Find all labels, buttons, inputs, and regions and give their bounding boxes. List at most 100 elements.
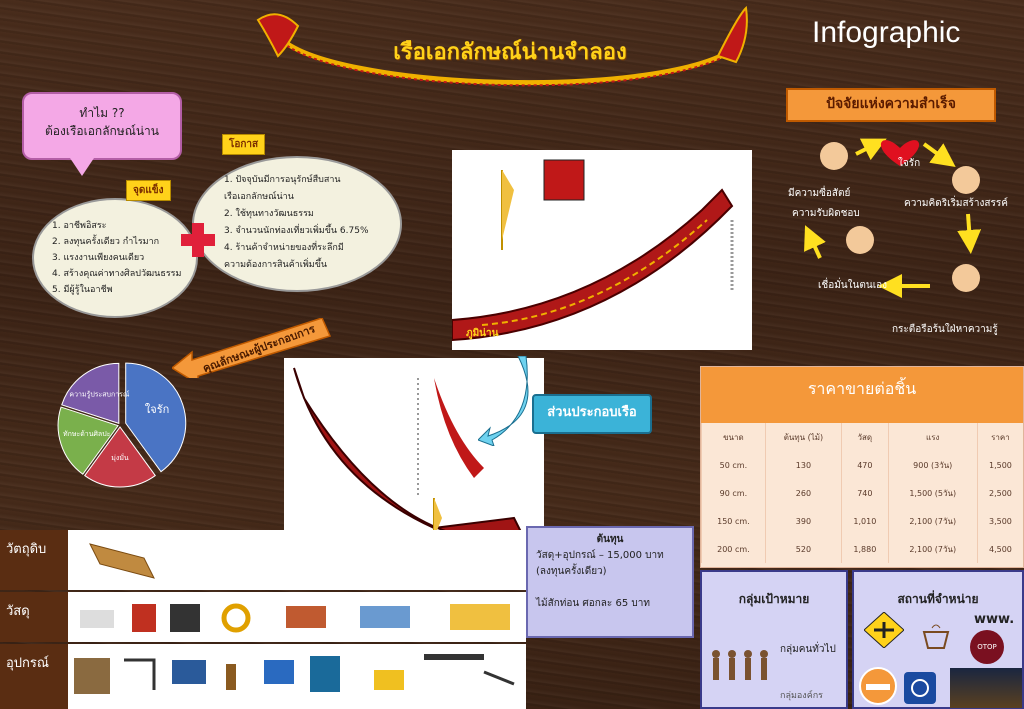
target-group-box: กลุ่มเป้าหมาย กลุ่มคนทั่วไป กลุ่มองค์กร — [700, 570, 848, 709]
success-item-4: มีความซื่อสัตย์ — [788, 188, 851, 199]
curved-arrow-icon — [478, 356, 529, 446]
boat-name-plate: ภูมิน่าน — [466, 328, 499, 339]
price-cell-3-1: 520 — [764, 535, 842, 563]
opportunity-item-5: ความต้องการสินค้าเพิ่มขึ้น — [224, 260, 328, 270]
coffee-icon — [922, 624, 950, 649]
price-cell-1-0: 90 cm. — [701, 479, 766, 507]
success-cycle-diagram — [804, 138, 982, 298]
success-item-3: เชื่อมั่นในตนเอง — [818, 280, 887, 291]
pie-slice-2 — [57, 406, 119, 475]
thinking-person-icon — [952, 166, 980, 194]
price-cell-3-3: 2,100 (7วัน) — [887, 535, 978, 563]
success-banner: ปัจจัยแห่งความสำเร็จ — [786, 88, 996, 122]
person-icon — [820, 142, 848, 170]
price-title: ราคาขายต่อชิ้น — [701, 367, 1023, 423]
success-item-0: ใจรัก — [898, 158, 921, 169]
strength-item-2: 3. แรงงานเพียงคนเดียว — [52, 253, 145, 263]
place-otop: OTOP — [970, 630, 1004, 664]
opportunity-item-3: 3. จำนวนนักท่องเที่ยวเพิ่มขึ้น 6.75% — [224, 226, 369, 236]
cost-line-2: (ลงทุนครั้งเดียว) — [536, 566, 607, 577]
competency-pie: ใจรักมุ่งมั่นทักษะด้านศิลปะความรู้ประสบก… — [57, 362, 187, 488]
price-cell-3-2: 1,880 — [841, 535, 889, 563]
running-person-icon — [952, 264, 980, 292]
price-header-1: ต้นทุน (ไม้) — [764, 423, 842, 451]
price-cell-2-0: 150 cm. — [701, 507, 766, 535]
cost-line-3: ไม้สักท่อน ศอกละ 65 บาท — [536, 598, 650, 609]
dragon-boat-illustration — [451, 159, 734, 342]
price-cell-0-3: 900 (3วัน) — [887, 451, 978, 479]
price-header-3: แรง — [887, 423, 978, 451]
night-market-photo — [950, 668, 1022, 708]
tools-label: อุปกรณ์ — [0, 644, 68, 709]
strength-item-0: 1. อาชีพอิสระ — [52, 221, 107, 231]
boat-parts-button[interactable]: ส่วนประกอบเรือ — [532, 394, 652, 434]
title-dragon-boat — [256, 6, 748, 87]
price-header-4: ราคา — [976, 423, 1023, 451]
opportunities-list: 1. ปัจจุบันมีการอนุรักษ์สืบสาน เรือเอกลั… — [224, 172, 400, 274]
opportunities-tag: โอกาส — [222, 134, 266, 155]
boat-parts-photo-1: ภูมิน่าน — [451, 150, 752, 350]
strength-item-3: 4. สร้างคุณค่าทางศิลปวัฒนธรรม — [52, 269, 182, 279]
strengths-oval: 1. อาชีพอิสระ 2. ลงทุนครั้งเดียว กำไรมาก 3… — [32, 198, 198, 318]
strength-item-1: 2. ลงทุนครั้งเดียว กำไรมาก — [52, 237, 160, 247]
supplies-row: วัสดุ — [0, 592, 526, 642]
place-title: สถานที่จำหน่าย — [897, 592, 979, 606]
why-bubble-tail — [70, 158, 94, 176]
infographic-label: Infographic — [812, 16, 961, 49]
place-www: www. — [974, 612, 1015, 627]
why-bubble: ทำไม ?? ต้องเรือเอกลักษณ์น่าน — [22, 92, 182, 160]
competency-arrow-icon — [172, 318, 332, 378]
strengths-tag: จุดแข็ง — [126, 180, 171, 201]
opportunity-item-2: 2. ใช้ทุนทางวัฒนธรรม — [224, 209, 314, 219]
price-cell-2-4: 3,500 — [976, 507, 1023, 535]
teak-wood-icon — [89, 543, 155, 579]
pie-slice-0 — [125, 362, 187, 473]
price-header-row: ขนาดต้นทุน (ไม้)วัสดุแรงราคา — [701, 423, 1023, 451]
price-cell-3-0: 200 cm. — [701, 535, 766, 563]
success-item-2: กระตือรือร้นใฝ่หาความรู้ — [892, 324, 998, 335]
airport-sign-icon — [864, 612, 904, 648]
cost-box: ต้นทุน วัสดุ+อุปกรณ์ – 15,000 บาท (ลงทุน… — [526, 526, 694, 638]
price-cell-2-1: 390 — [764, 507, 842, 535]
strengths-list: 1. อาชีพอิสระ 2. ลงทุนครั้งเดียว กำไรมาก 3… — [52, 218, 196, 298]
price-cell-0-2: 470 — [841, 451, 889, 479]
raw-materials-row: วัตถุดิบ — [0, 530, 526, 590]
price-cell-1-3: 1,500 (5วัน) — [887, 479, 978, 507]
tools-row: อุปกรณ์ — [0, 644, 526, 709]
pie-slice-1 — [84, 426, 156, 488]
opportunity-item-0: 1. ปัจจุบันมีการอนุรักษ์สืบสาน — [224, 175, 341, 185]
pie-label-3: ความรู้ประสบการณ์ — [69, 391, 130, 399]
price-cell-3-4: 4,500 — [976, 535, 1023, 563]
success-item-1: ความคิดริเริ่มสร้างสรรค์ — [904, 198, 1008, 209]
price-table-panel: ราคาขายต่อชิ้น ขนาดต้นทุน (ไม้)วัสดุแรงร… — [700, 366, 1024, 568]
hotel-sign-icon — [859, 667, 897, 705]
cost-title: ต้นทุน — [596, 534, 624, 545]
strength-item-4: 5. มีผู้รู้ในอาชีพ — [52, 285, 113, 295]
pie-label-1: มุ่งมั่น — [111, 453, 129, 462]
supplies-icons — [80, 603, 510, 633]
price-header-0: ขนาด — [701, 423, 766, 451]
opportunities-oval: 1. ปัจจุบันมีการอนุรักษ์สืบสาน เรือเอกลั… — [192, 156, 402, 292]
supplies-label: วัสดุ — [0, 592, 68, 642]
restaurant-sign-icon — [904, 672, 936, 704]
price-cell-2-3: 2,100 (7วัน) — [887, 507, 978, 535]
price-cell-1-2: 740 — [841, 479, 889, 507]
opportunity-item-4: 4. ร้านค้าจำหน่ายของที่ระลึกมี — [224, 243, 344, 253]
people-group-icon — [712, 650, 768, 680]
why-line-1: ทำไม ?? — [79, 106, 125, 120]
pie-label-0: ใจรัก — [145, 403, 169, 416]
price-cell-1-4: 2,500 — [976, 479, 1023, 507]
raw-materials-label: วัตถุดิบ — [0, 530, 68, 590]
plus-icon — [181, 223, 215, 257]
target-general: กลุ่มคนทั่วไป — [780, 644, 836, 655]
page-title: เรือเอกลักษณ์น่านจำลอง — [393, 40, 627, 65]
confident-person-icon — [846, 226, 874, 254]
target-org: กลุ่มองค์กร — [780, 691, 824, 701]
materials-section: วัตถุดิบ วัสดุ อุปกรณ์ — [0, 530, 526, 709]
